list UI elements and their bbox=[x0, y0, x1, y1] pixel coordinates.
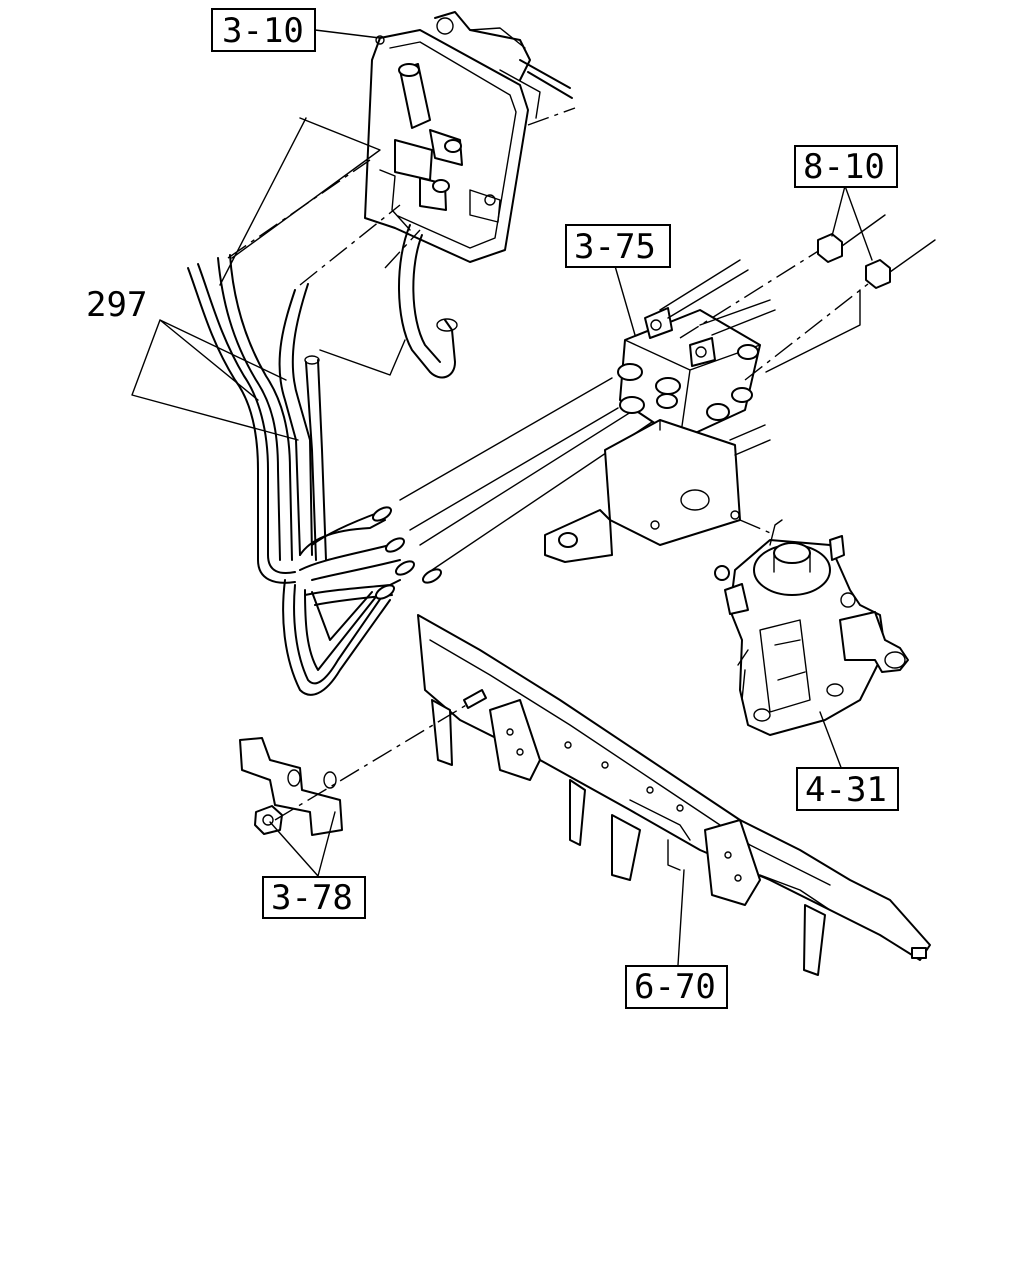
callout-3-75: 3-75 bbox=[565, 224, 671, 268]
leader-lines bbox=[131, 29, 873, 966]
svg-text:3-75: 3-75 bbox=[574, 227, 656, 267]
callout-3-78: 3-78 bbox=[262, 876, 366, 919]
callout-297: 297 bbox=[86, 285, 147, 325]
svg-text:3-10: 3-10 bbox=[222, 11, 304, 51]
svg-text:8-10: 8-10 bbox=[803, 147, 885, 187]
svg-text:6-70: 6-70 bbox=[634, 967, 716, 1007]
callout-4-31: 4-31 bbox=[796, 767, 899, 811]
pump-4-31 bbox=[714, 519, 909, 736]
clips-8-10 bbox=[765, 214, 936, 373]
pipe-bundle-297 bbox=[187, 117, 656, 696]
valve-assembly-3-75 bbox=[544, 249, 869, 563]
bracket-assembly-3-10 bbox=[364, 11, 576, 379]
svg-text:297: 297 bbox=[86, 285, 147, 325]
callout-3-10: 3-10 bbox=[211, 8, 316, 52]
callout-6-70: 6-70 bbox=[625, 965, 728, 1009]
svg-text:3-78: 3-78 bbox=[271, 878, 353, 918]
svg-text:4-31: 4-31 bbox=[805, 770, 887, 810]
frame-6-70 bbox=[417, 614, 931, 976]
callout-8-10: 8-10 bbox=[794, 145, 898, 188]
